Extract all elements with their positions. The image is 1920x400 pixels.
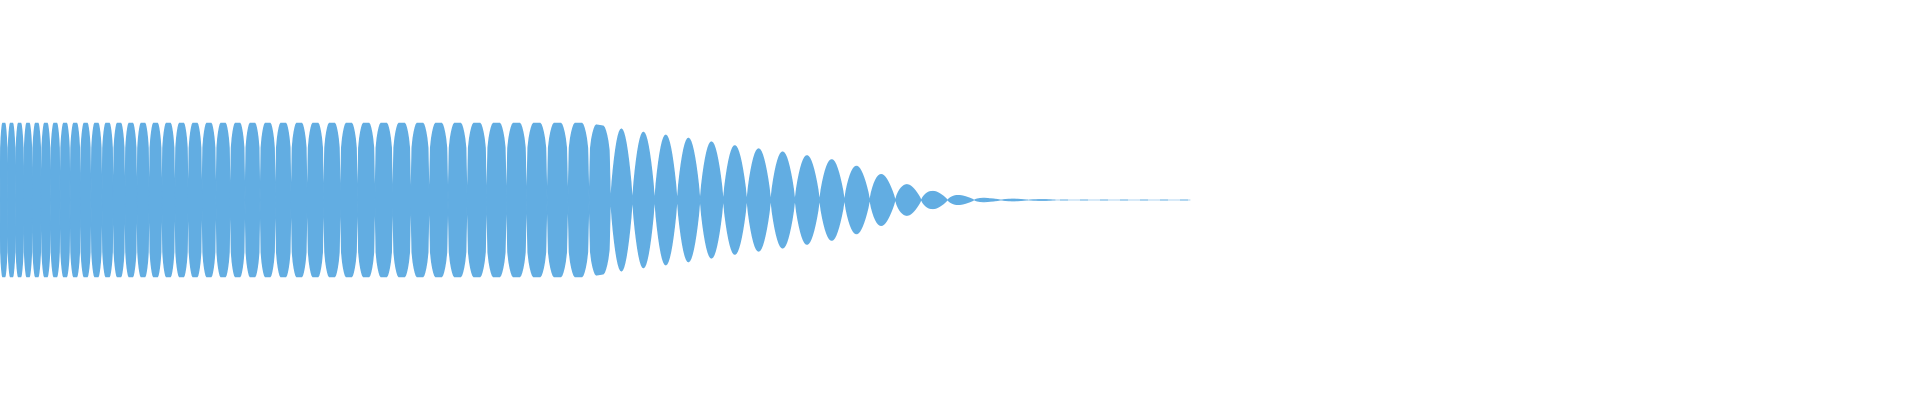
waveform-fill <box>0 122 1191 278</box>
